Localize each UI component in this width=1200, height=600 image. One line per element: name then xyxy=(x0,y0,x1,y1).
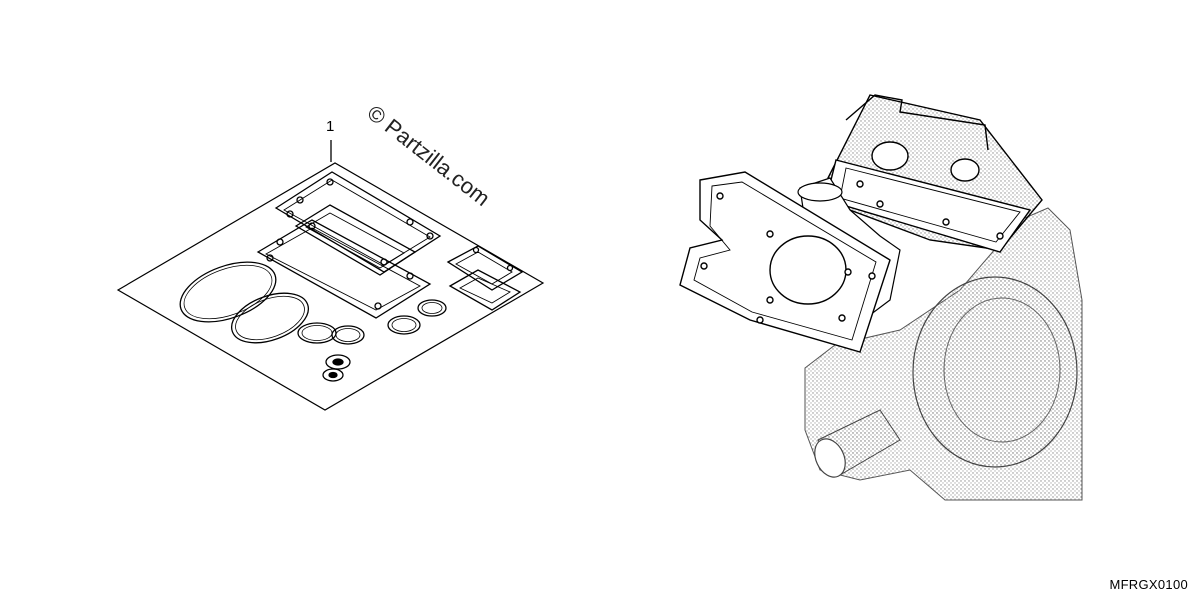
small-flange-gasket xyxy=(448,269,522,311)
small-cover-gasket xyxy=(446,245,524,291)
small-o-ring-c xyxy=(387,315,421,335)
cylinder-base-gasket xyxy=(256,219,432,319)
small-o-ring-b-inner xyxy=(335,328,361,342)
diagram-code: MFRGX0100 xyxy=(1109,577,1188,592)
rear-cylinder-head xyxy=(825,94,1043,253)
medium-o-ring xyxy=(231,292,309,344)
gasket-package-sheet xyxy=(116,162,545,411)
small-o-ring-a xyxy=(297,322,337,344)
front-head-gasket xyxy=(679,171,891,353)
output-shaft xyxy=(814,409,901,478)
large-o-ring xyxy=(179,261,277,323)
small-o-ring-d-inner xyxy=(421,302,443,314)
small-o-ring-a-inner xyxy=(301,325,333,341)
head-cover-gasket xyxy=(274,171,442,273)
small-o-ring-d xyxy=(417,299,447,317)
gasket-kit-illustration xyxy=(116,140,545,411)
bore-opening xyxy=(769,235,847,305)
engine-illustration xyxy=(679,94,1083,501)
large-o-ring-inner xyxy=(183,264,273,320)
callout-label-1: 1 xyxy=(326,118,335,135)
inner-gasket xyxy=(294,204,417,276)
medium-o-ring-inner xyxy=(235,295,305,341)
small-o-ring-c-inner xyxy=(391,318,417,332)
seal-washer-a xyxy=(325,354,351,370)
seal-washer-b xyxy=(322,368,344,382)
generator-cover-inner xyxy=(943,297,1061,443)
small-o-ring-b xyxy=(331,325,365,345)
generator-cover xyxy=(912,276,1078,468)
